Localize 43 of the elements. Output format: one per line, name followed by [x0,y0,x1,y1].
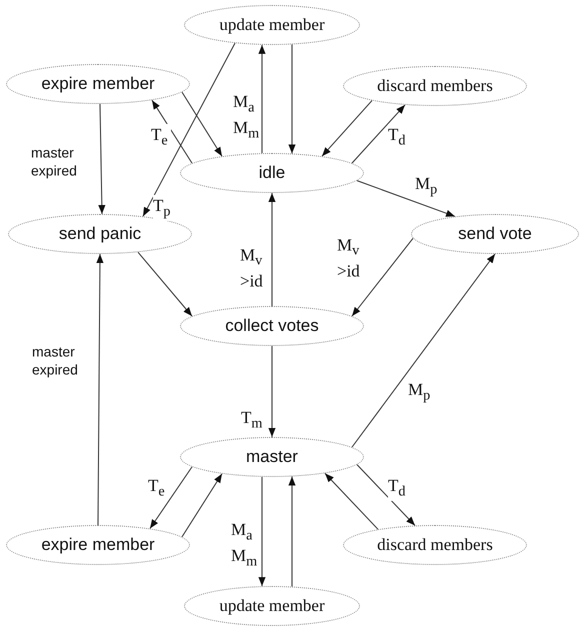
state-label: idle [258,163,286,183]
state-ellipse [343,525,527,565]
arrow [268,192,276,306]
state-ellipse [180,153,364,193]
arrow [324,472,378,530]
state-ellipse [343,66,527,106]
arrow [258,476,266,587]
state-ellipse [184,586,360,626]
state-ellipse [184,5,360,45]
arrow [268,346,276,438]
state-label: send vote [458,224,532,244]
edge-label: T$_{p}$ [153,194,173,222]
state-ellipse [6,525,190,565]
state-label: master [246,447,298,467]
arrow [356,464,416,526]
state-ellipse [180,437,364,477]
arrow [288,476,296,588]
state-label: collect votes [225,316,319,336]
arrow [182,473,222,538]
state-label: discard members [377,76,493,96]
arrow [138,252,192,317]
state-label: update member [219,596,325,616]
arrow [150,466,192,529]
state-label: update member [219,15,325,35]
arrow [98,104,106,214]
arrow [288,44,296,154]
arrow [352,104,406,164]
arrow [322,100,372,157]
arrow [352,238,414,317]
state-ellipse [6,64,190,104]
state-label: expire member [41,74,155,94]
arrow [258,44,266,154]
state-label: discard members [377,535,493,555]
state-label: send panic [58,224,142,244]
arrow [152,100,192,164]
arrow [96,254,104,526]
state-label: expire member [41,535,155,555]
state-ellipse [411,214,579,254]
arrow [182,92,222,157]
state-ellipse [180,306,364,346]
arrow [142,42,236,217]
arrow [356,180,456,217]
arrow [352,254,496,448]
